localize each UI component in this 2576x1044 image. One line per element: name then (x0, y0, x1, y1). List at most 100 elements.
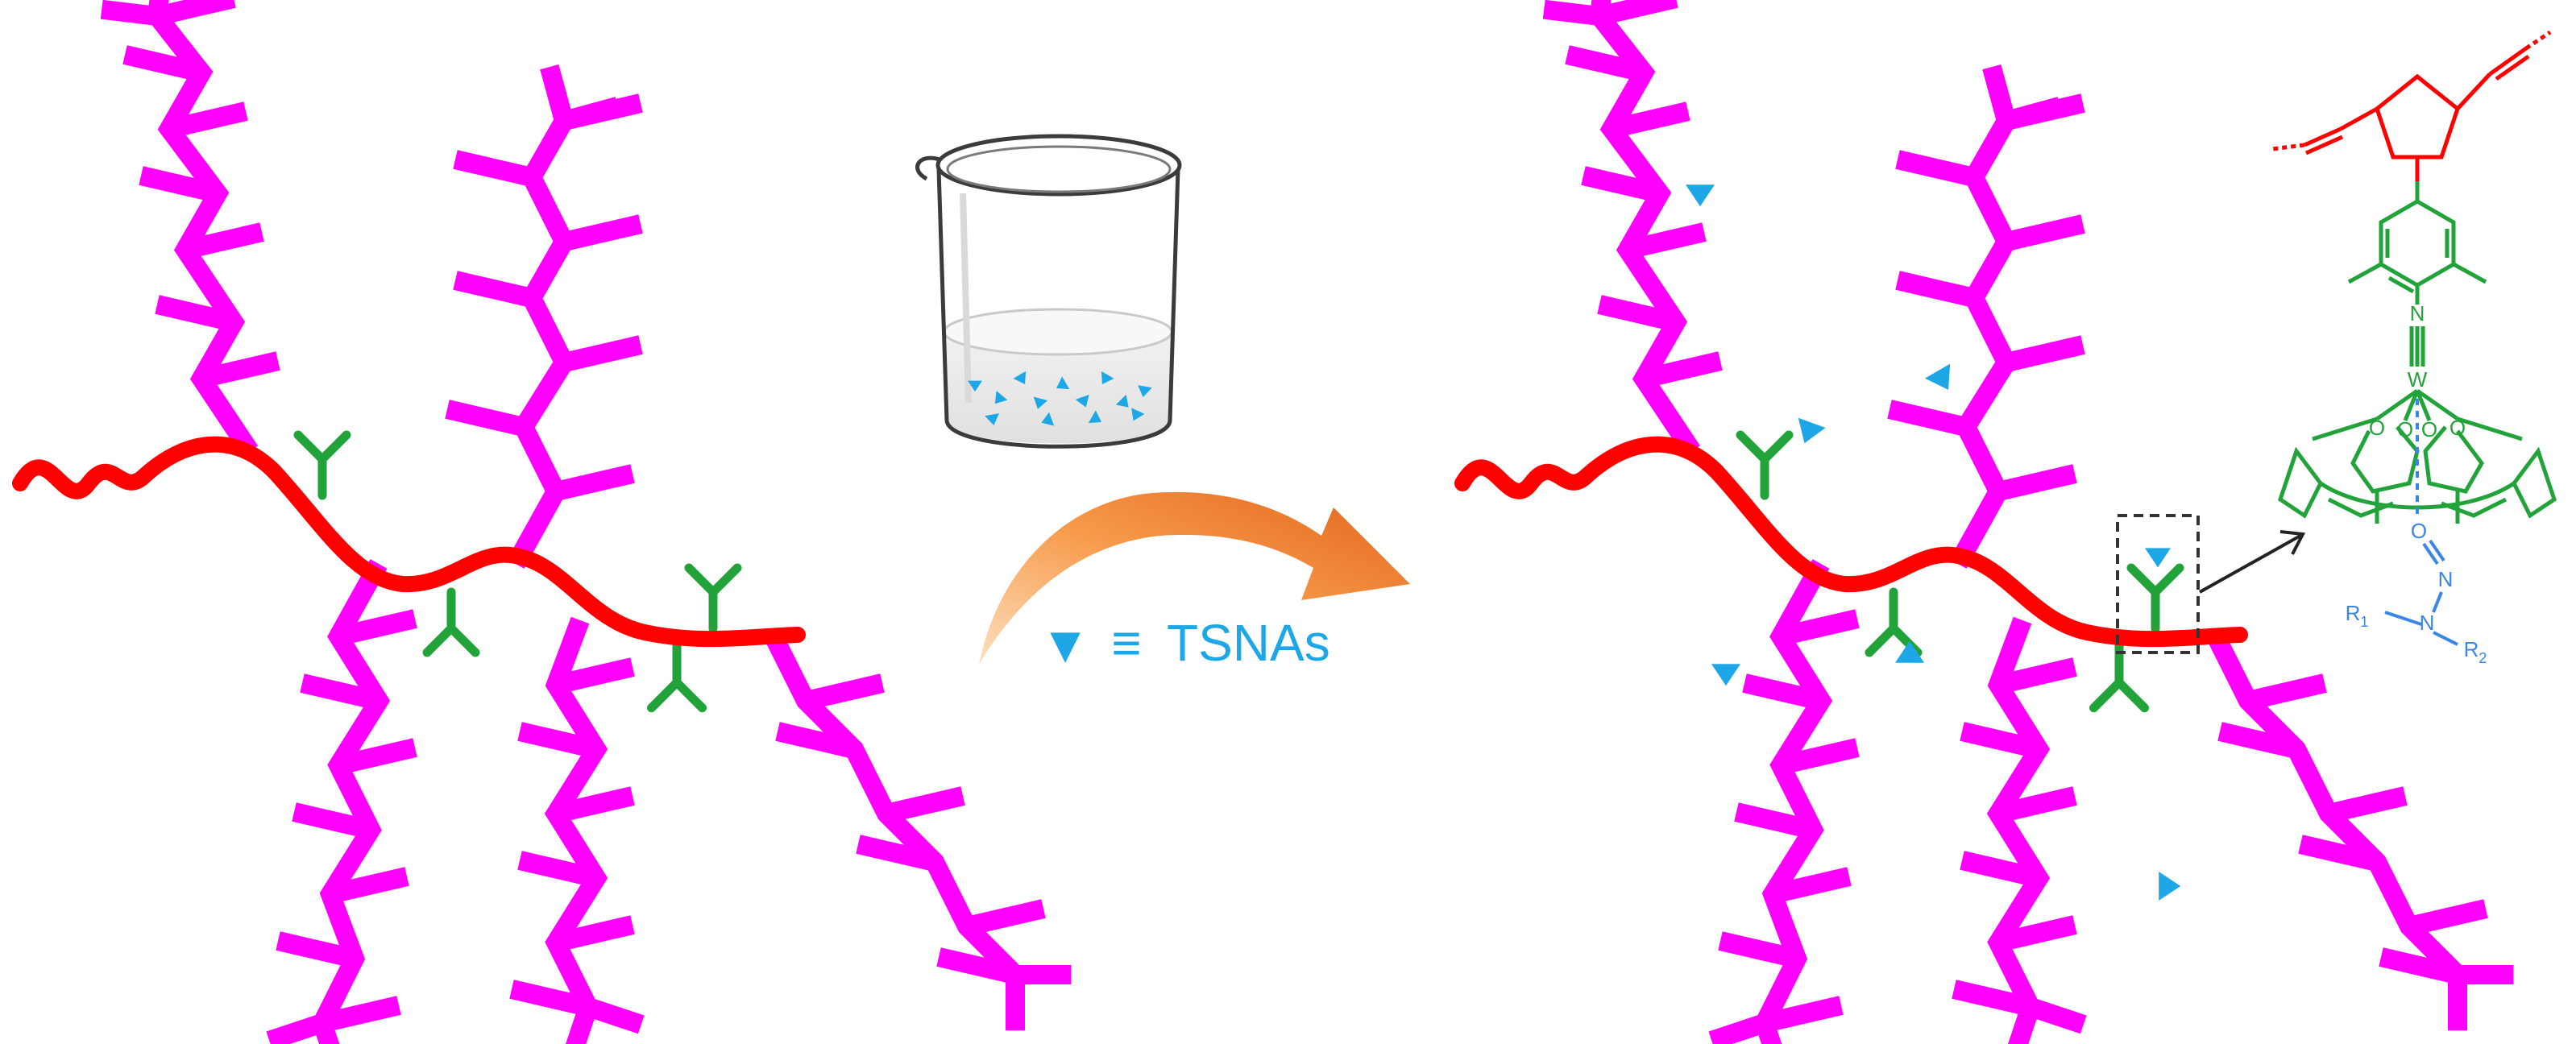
magenta-branch (155, 295, 236, 332)
magenta-branch (509, 980, 591, 1017)
magenta-branch (856, 835, 937, 872)
magenta-branch (167, 102, 248, 139)
tsna-triangle (1711, 664, 1740, 686)
magenta-chain (1949, 116, 2018, 569)
green-arm (1760, 430, 1794, 464)
beaker-triangle (1101, 371, 1114, 385)
green-arm (317, 430, 351, 464)
molecule-structure: N W O O O O O N N R1 R2 (2271, 30, 2557, 666)
green-arm (446, 624, 480, 657)
tsna-triangle (1925, 363, 1951, 391)
magenta-fork (1590, 0, 1612, 18)
magenta-branch (1778, 738, 1860, 775)
right-green-receptors (1736, 430, 2184, 713)
magenta-branch (517, 722, 599, 759)
magenta-branch (2407, 899, 2488, 936)
magenta-branch (328, 867, 409, 904)
magenta-branch (554, 464, 635, 501)
highlight-box (2116, 514, 2200, 654)
tsna-triangle (1798, 417, 1826, 444)
green-arm (708, 563, 742, 597)
magenta-fork (1542, 0, 1601, 26)
tsna-triangle (1686, 184, 1715, 207)
magenta-branch (554, 657, 635, 694)
triangle-icon: ▼ (1039, 615, 1090, 673)
beaker-triangle (968, 380, 982, 392)
beaker-triangle (1088, 410, 1102, 424)
magenta-branch (122, 45, 204, 82)
legend: ▼ ≡ TSNAs (1039, 614, 1329, 673)
molecule-atom-o-bottom: O (2411, 519, 2427, 543)
molecule-atom-w: W (2408, 367, 2428, 392)
magenta-branch (1960, 851, 2041, 888)
magenta-branch (1996, 915, 2077, 952)
magenta-branch (2379, 947, 2460, 984)
magenta-branch (2004, 335, 2085, 372)
beaker-triangle (1138, 385, 1152, 397)
magenta-branch (936, 947, 1018, 984)
magenta-fork (1708, 1013, 1768, 1044)
green-arm (1865, 624, 1898, 657)
magenta-branch (276, 931, 357, 968)
magenta-branch (554, 915, 635, 952)
molecule-nitrosamine (2384, 539, 2458, 646)
magenta-fork (540, 64, 574, 124)
magenta-branch (1996, 464, 2077, 501)
magenta-branch (1895, 271, 1977, 308)
green-arm (2114, 677, 2149, 713)
molecule-atom-o-1: O (2369, 416, 2385, 440)
green-arm (1736, 430, 1769, 464)
magenta-fork (1755, 1020, 1782, 1044)
magenta-branch (292, 802, 373, 839)
magenta-branch (1996, 786, 2077, 823)
beaker-triangles (968, 371, 1152, 426)
beaker-triangle (1056, 376, 1070, 390)
magenta-fork (100, 0, 159, 26)
magenta-branch (199, 351, 280, 388)
magenta-branch (2004, 214, 2085, 251)
magenta-branch (1770, 867, 1852, 904)
green-arm (2151, 563, 2184, 597)
magenta-branch (562, 214, 643, 251)
magenta-branch (155, 0, 236, 26)
magenta-branch (2326, 786, 2408, 823)
beaker-triangle (1033, 396, 1048, 409)
magenta-branch (517, 851, 599, 888)
molecule-aryl (2278, 181, 2557, 524)
magenta-branch (1581, 166, 1662, 203)
molecule-atom-o-3: O (2421, 417, 2437, 441)
molecule-r1: R1 (2346, 601, 2369, 630)
magenta-fork (2008, 1004, 2040, 1044)
magenta-branch (453, 150, 534, 187)
magenta-fork (1982, 64, 2016, 124)
magenta-branch (2298, 835, 2379, 872)
magenta-fork (561, 97, 621, 130)
legend-equiv: ≡ (1111, 614, 1141, 672)
magenta-branch (1597, 295, 1678, 332)
green-arm (684, 563, 718, 597)
magenta-branch (1565, 45, 1646, 82)
molecule-atom-o-4: O (2449, 416, 2466, 440)
left-magenta-chains (100, 0, 1072, 1044)
magenta-branch (453, 271, 534, 308)
molecule-atom-o-2: O (2397, 417, 2413, 441)
magenta-branch (562, 335, 643, 372)
beaker-triangle (1041, 412, 1055, 426)
magenta-branch (183, 222, 264, 259)
molecule-atom-n-top: N (2410, 301, 2425, 325)
beaker-triangle (985, 413, 999, 425)
green-arm (2126, 563, 2160, 597)
green-arm (293, 430, 327, 464)
magenta-branch (1895, 150, 1977, 187)
magenta-branch (1887, 400, 1968, 437)
legend-label: TSNAs (1167, 614, 1330, 672)
magenta-branch (336, 738, 417, 775)
green-arm (422, 624, 456, 657)
magenta-chain (507, 116, 575, 569)
magenta-branch (1641, 351, 1723, 388)
tsna-triangle (1895, 640, 1924, 663)
beaker-triangle (1013, 371, 1027, 385)
magenta-branch (1718, 931, 1799, 968)
magenta-branch (1960, 722, 2041, 759)
